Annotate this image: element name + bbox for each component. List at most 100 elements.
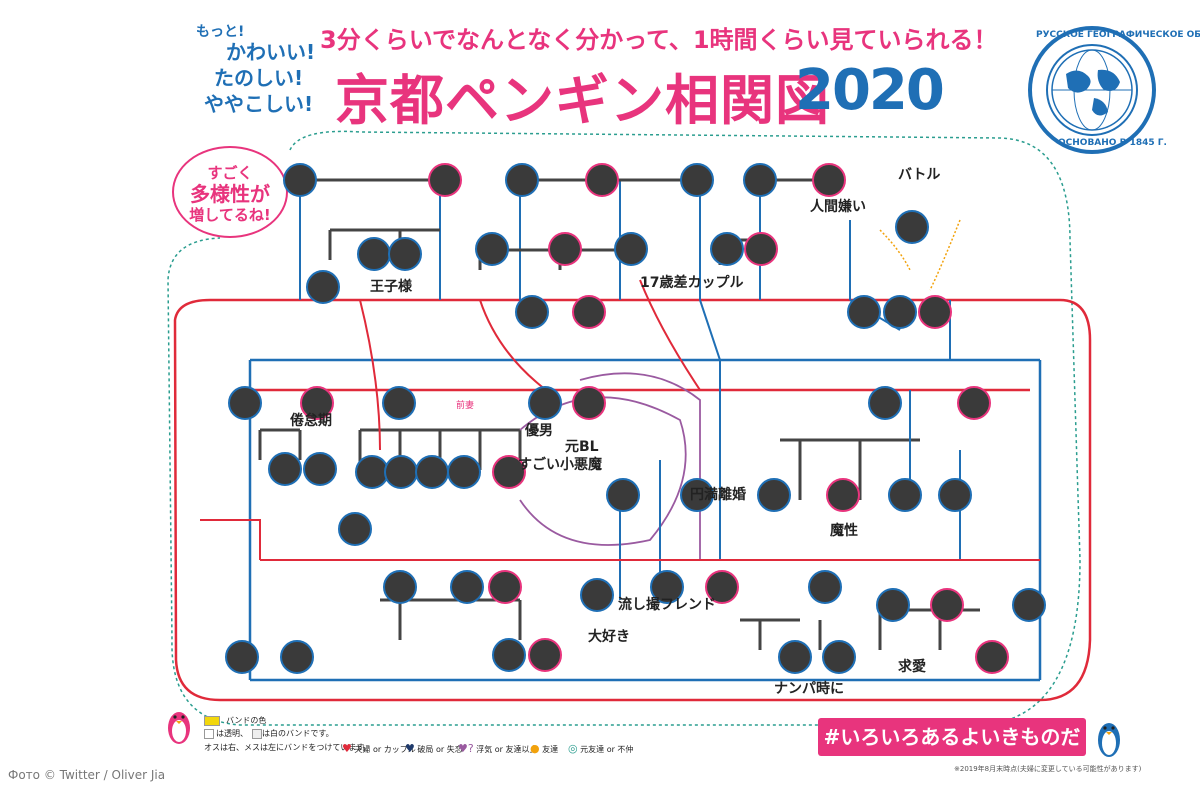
legend-item-breakup: ♥ 破局 or 失恋 (405, 742, 463, 755)
legend-item-affair: ♥? 浮気 or 友達以上 (458, 742, 538, 755)
penguin-node[interactable] (492, 455, 526, 489)
speech-line-1: すごく (207, 164, 253, 182)
penguin-node[interactable] (680, 163, 714, 197)
penguin-node[interactable] (303, 452, 337, 486)
penguin-node[interactable] (826, 478, 860, 512)
annotation-ningen: 人間嫌い (810, 199, 866, 215)
penguin-node[interactable] (572, 386, 606, 420)
annotation-daisuki: 大好き (588, 629, 630, 645)
penguin-node[interactable] (355, 455, 389, 489)
penguin-node[interactable] (492, 638, 526, 672)
page-subtitle: 3分くらいでなんとなく分かって、1時間くらい見ていられる！ (320, 26, 998, 54)
penguin-node[interactable] (447, 455, 481, 489)
penguin-node[interactable] (572, 295, 606, 329)
footnote: ※2019年8月末時点(夫婦に変更している可能性があります) (954, 765, 1142, 773)
penguin-node[interactable] (528, 638, 562, 672)
penguin-node[interactable] (388, 237, 422, 271)
penguin-node[interactable] (505, 163, 539, 197)
legend-item-label: 夫婦 or カップル (354, 745, 416, 754)
penguin-node[interactable] (680, 478, 714, 512)
heart-red-icon: ♥ (342, 742, 352, 755)
annotation-kentaiki: 倦怠期 (290, 413, 332, 429)
side-catch-1: もっと! (196, 24, 245, 40)
globe-icon (1046, 44, 1138, 136)
penguin-node[interactable] (650, 570, 684, 604)
speech-line-3: 増してるね! (189, 206, 271, 224)
page-year: 2020 (795, 58, 945, 123)
penguin-node[interactable] (283, 163, 317, 197)
penguin-node[interactable] (528, 386, 562, 420)
band-color-swatch (204, 716, 220, 726)
penguin-node[interactable] (225, 640, 259, 674)
rgs-seal (1028, 26, 1156, 154)
penguin-node[interactable] (847, 295, 881, 329)
penguin-node[interactable] (710, 232, 744, 266)
penguin-node[interactable] (415, 455, 449, 489)
penguin-node[interactable] (357, 237, 391, 271)
annotation-gen-bl: 元BL (565, 439, 599, 455)
penguin-node[interactable] (744, 232, 778, 266)
penguin-node[interactable] (606, 478, 640, 512)
photo-credit: Фото © Twitter / Oliver Jia (8, 768, 166, 782)
band-white-swatch (252, 729, 262, 739)
penguin-node[interactable] (808, 570, 842, 604)
penguin-node[interactable] (822, 640, 856, 674)
penguin-node[interactable] (918, 295, 952, 329)
penguin-node[interactable] (757, 478, 791, 512)
penguin-node[interactable] (705, 570, 739, 604)
annotation-divorce: 円満離婚 (690, 487, 746, 503)
legend-item-friend: ● 友達 (530, 742, 558, 755)
penguin-node[interactable] (876, 588, 910, 622)
penguin-node[interactable] (280, 640, 314, 674)
penguin-node[interactable] (306, 270, 340, 304)
legend-item-exfriend: ◎ 元友達 or 不仲 (568, 742, 633, 755)
page-title: 京都ペンギン相関図 (335, 69, 830, 132)
penguin-node[interactable] (888, 478, 922, 512)
heart-question-icon: ♥? (458, 742, 474, 755)
penguin-node[interactable] (268, 452, 302, 486)
seal-top-text: РУССКОЕ ГЕОГРАФИЧЕСКОЕ ОБЩЕСТВО (1036, 30, 1200, 40)
hashtag-banner: #いろいろあるよいきものだもの (818, 718, 1086, 787)
penguin-node[interactable] (548, 232, 582, 266)
penguin-node[interactable] (883, 295, 917, 329)
penguin-node[interactable] (428, 163, 462, 197)
penguin-node[interactable] (580, 578, 614, 612)
annotation-age-gap: 17歳差カップル (640, 275, 744, 291)
seal-bottom-text: ОСНОВАНО В 1845 Г. (1058, 138, 1167, 148)
penguin-node[interactable] (868, 386, 902, 420)
side-catch-3: たのしい! (214, 66, 304, 90)
annotation-kyuai: 求愛 (898, 659, 926, 675)
penguin-node[interactable] (1012, 588, 1046, 622)
penguin-node[interactable] (338, 512, 372, 546)
penguin-node[interactable] (743, 163, 777, 197)
penguin-node[interactable] (384, 455, 418, 489)
heart-broken-icon: ♥ (405, 742, 415, 755)
penguin-node[interactable] (300, 386, 334, 420)
penguin-node[interactable] (383, 570, 417, 604)
penguin-node[interactable] (450, 570, 484, 604)
penguin-node[interactable] (930, 588, 964, 622)
penguin-node[interactable] (812, 163, 846, 197)
penguin-node[interactable] (475, 232, 509, 266)
penguin-node[interactable] (488, 570, 522, 604)
band-clear-swatch (204, 729, 214, 739)
annotation-ouji: 王子様 (370, 279, 412, 295)
penguin-node[interactable] (585, 163, 619, 197)
annotation-nanpa: ナンパ時に (774, 681, 844, 697)
penguin-node[interactable] (895, 210, 929, 244)
penguin-node[interactable] (938, 478, 972, 512)
annotation-zensai: 前妻 (456, 401, 475, 411)
penguin-node[interactable] (957, 386, 991, 420)
penguin-mascot-icon (1094, 712, 1124, 764)
side-catch-4: ややこしい! (204, 92, 314, 116)
penguin-node[interactable] (778, 640, 812, 674)
speech-line-2: 多様性が (190, 182, 270, 206)
penguin-node[interactable] (382, 386, 416, 420)
penguin-node[interactable] (228, 386, 262, 420)
penguin-node[interactable] (975, 640, 1009, 674)
side-catch-2: かわいい! (226, 40, 316, 64)
penguin-mascot-icon (164, 704, 194, 750)
legend-band-desc2: は白のバンドです。 (262, 729, 334, 738)
penguin-node[interactable] (614, 232, 648, 266)
penguin-node[interactable] (515, 295, 549, 329)
